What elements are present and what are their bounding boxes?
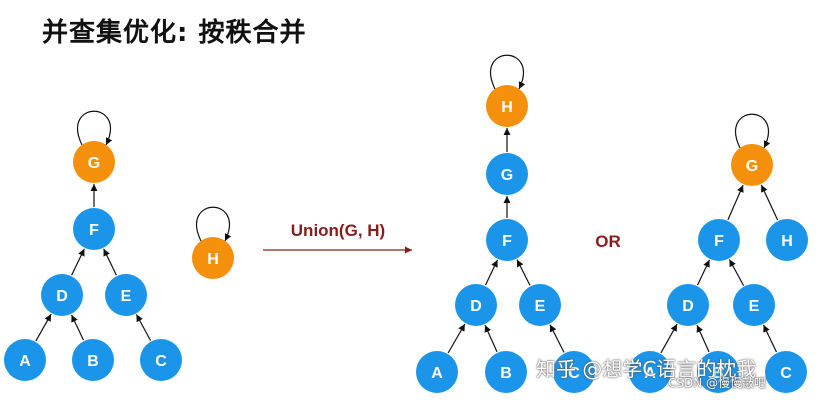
node-label: H [207,251,219,268]
node-label: B [712,365,724,382]
result_2-node-g: G [731,144,773,186]
node-circle [455,284,497,326]
node-label: D [682,298,694,315]
tree1-node-e: E [105,274,147,316]
node-circle [486,219,528,261]
tree1-edge-b-d [70,314,85,341]
result_1-edge-e-f [516,259,531,286]
zhihu-watermark: 知乎 @想学C语言的枕我 [536,357,757,381]
tree2-node-h: H [192,237,234,279]
tree1-edge-e-f [103,248,117,276]
node-label: E [121,288,132,305]
node-circle [105,274,147,316]
tree1-root-self-loop [76,110,113,146]
node-circle [416,351,458,393]
result_1-node-g: G [486,153,528,195]
result_1-root-self-loop [489,54,526,90]
node-circle [553,351,595,393]
result_2-root-self-loop [734,113,771,149]
result_2-node-f: F [698,219,740,261]
result_2-edge-f-g [727,184,744,221]
node-label: A [431,365,443,382]
node-label: C [155,353,167,370]
tree1-edge-c-e [135,314,152,341]
node-label: C [780,365,792,382]
node-circle [192,237,234,279]
node-label: D [470,298,482,315]
tree1-node-d: D [41,274,83,316]
page-title: 并查集优化: 按秩合并 [42,18,307,48]
tree1-edge-a-d [35,313,52,342]
node-circle [765,351,807,393]
node-circle [733,284,775,326]
node-circle [73,141,115,183]
result_1-edge-c-e [549,324,565,353]
result_2-node-b: B [697,351,739,393]
or-label: OR [595,232,621,251]
result_1-node-e: E [519,284,561,326]
result_2-node-a: A [629,351,671,393]
node-label: G [746,158,758,175]
csdn-watermark: CSDN @慢慢敲吧 [668,376,767,390]
tree2-root-self-loop [195,206,232,242]
result_2-node-h: H [766,219,808,261]
result_1-node-a: A [416,351,458,393]
result_2-edge-b-d [696,324,710,353]
result_2-edge-c-e [762,324,778,353]
result_2-node-c: C [765,351,807,393]
node-circle [140,339,182,381]
tree1-node-b: B [72,339,114,381]
tree1-node-g: G [73,141,115,183]
node-label: G [88,155,100,172]
node-circle [698,219,740,261]
node-circle [485,351,527,393]
result_2-edge-a-d [660,323,678,354]
node-circle [697,351,739,393]
result_2-edge-e-f [728,259,745,286]
node-label: G [501,167,513,184]
node-label: F [89,222,99,239]
node-circle [72,339,114,381]
node-label: B [500,365,512,382]
node-label: F [502,233,512,250]
result_1-edge-d-f [484,259,499,286]
node-circle [41,274,83,316]
tree1-node-f: F [73,208,115,250]
node-label: H [501,99,513,116]
node-circle [486,85,528,127]
node-label: B [87,353,99,370]
node-circle [519,284,561,326]
node-label: F [714,233,724,250]
result_1-node-f: F [486,219,528,261]
result_1-node-d: D [455,284,497,326]
node-circle [73,208,115,250]
tree1-node-a: A [4,339,46,381]
node-circle [667,284,709,326]
result_2-node-e: E [733,284,775,326]
union-operation-label: Union(G, H) [291,221,385,240]
result_1-node-c: C [553,351,595,393]
node-circle [731,144,773,186]
result_2-edge-d-f [696,259,711,286]
result_2-node-d: D [667,284,709,326]
result_2-edge-h-g [760,184,779,221]
node-circle [629,351,671,393]
tree1-node-c: C [140,339,182,381]
node-label: D [56,288,68,305]
result_1-node-b: B [485,351,527,393]
node-circle [4,339,46,381]
result_1-edge-b-d [484,324,498,353]
node-label: H [781,233,793,250]
tree1-edge-d-f [71,248,85,276]
result_1-node-h: H [486,85,528,127]
node-label: A [644,365,656,382]
node-circle [766,219,808,261]
node-label: C [568,365,580,382]
node-label: A [19,353,31,370]
result_1-edge-a-d [447,323,466,354]
node-label: E [535,298,546,315]
node-circle [486,153,528,195]
node-label: E [749,298,760,315]
